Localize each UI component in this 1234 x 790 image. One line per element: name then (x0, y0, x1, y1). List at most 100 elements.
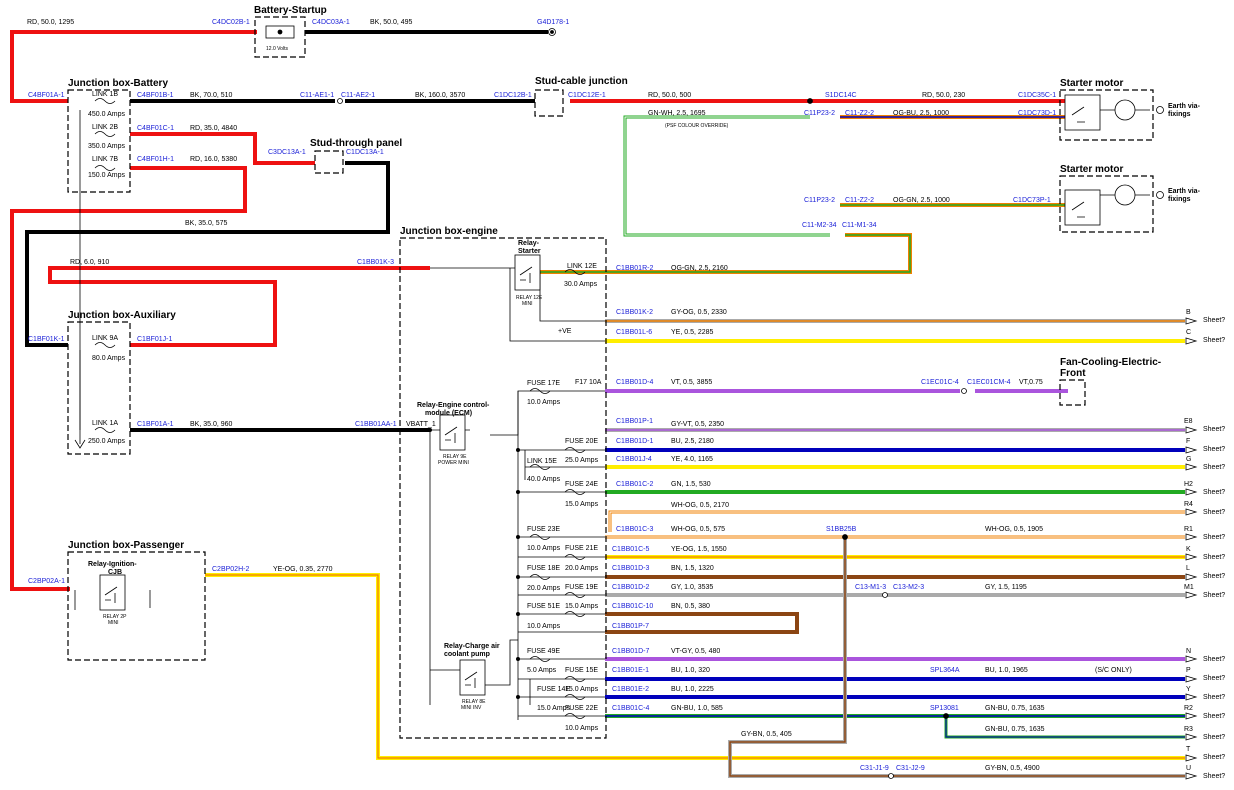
component-labels: 12.0 Volts LINK 1B 450.0 Amps LINK 2B 35… (88, 46, 602, 732)
conn-c13m2: C13-M2-3 (893, 584, 924, 591)
wire-gnwh-1695-core (624, 116, 830, 236)
wire-gybn-405 (728, 537, 1185, 778)
conn-c4bf01a: C4BF01A-1 (28, 92, 65, 99)
wire-oggn-2160-core (540, 234, 911, 273)
jb-battery-box (67, 89, 131, 193)
sheet-ref-letter: M1 (1184, 584, 1194, 591)
title-battery-startup: Battery-Startup (254, 5, 327, 16)
wire-label: (S/C ONLY) (1095, 667, 1132, 674)
wire-label: BK, 35.0, 575 (185, 220, 228, 227)
title-fan-2: Front (1060, 368, 1086, 379)
fuse-rating: 10.0 Amps (527, 623, 561, 630)
conn-c1dc13a: C1DC13A-1 (346, 149, 384, 156)
title-jb-battery: Junction box-Battery (68, 78, 168, 89)
fuse-label: LINK 2B (92, 124, 118, 131)
sheet-ref: Sheet? (1203, 754, 1225, 761)
wire-label: GY-VT, 0.5, 2350 (671, 421, 724, 428)
conn-g4d178: G4D178-1 (537, 19, 569, 26)
pve-label: +VE (558, 328, 572, 335)
sheet-ref: Sheet? (1203, 317, 1225, 324)
wire-label: GN, 1.5, 530 (671, 481, 711, 488)
relay-label: RELAY 12E (516, 295, 543, 301)
conn-c11p23-2b: C11P23-2 (804, 197, 835, 204)
main-power-wires (10, 30, 1075, 591)
conn-c1bb01e1: C1BB01E-1 (612, 667, 649, 674)
fuse-rating: 15.0 Amps (565, 603, 599, 610)
title-jb-engine: Junction box-engine (400, 226, 498, 237)
conn-c11ae1: C11-AE1-1 (300, 92, 334, 99)
conn-c1bb01e2: C1BB01E-2 (612, 686, 649, 693)
sheet-ref-letter: Y (1186, 686, 1191, 693)
conn-c4bf01h: C4BF01H-1 (137, 156, 174, 163)
fuse-label: FUSE 14E (537, 686, 570, 693)
sheet-ref: Sheet? (1203, 713, 1225, 720)
starter2-box (1059, 175, 1154, 233)
conn-c1bb01c4: C1BB01C-4 (612, 705, 649, 712)
conn-c11ae2: C11-AE2-1 (341, 92, 375, 99)
fuse-label: FUSE 17E (527, 380, 560, 387)
sheet-ref: Sheet? (1203, 464, 1225, 471)
wire-label: YE-OG, 0.35, 2770 (273, 566, 333, 573)
conn-c1bb01d3: C1BB01D-3 (612, 565, 649, 572)
sheet-ref: Sheet? (1203, 337, 1225, 344)
fuse-rating: 40.0 Amps (527, 476, 561, 483)
fuse-rating: 15.0 Amps (565, 686, 599, 693)
fuse-label: LINK 7B (92, 156, 118, 163)
sheet-arrows (1185, 317, 1198, 780)
fuse-label: FUSE 49E (527, 648, 560, 655)
title-relay-ecm-1: Relay-Engine control- (417, 402, 490, 409)
relay-label: MINI (522, 301, 533, 307)
wire-label: WH-OG, 0.5, 575 (671, 526, 725, 533)
starter1-box (1059, 89, 1154, 141)
fuse-rating: 150.0 Amps (88, 172, 125, 179)
conn-c4bf01c: C4BF01C-1 (137, 125, 174, 132)
conn-c1dc12b: C1DC12B-1 (494, 92, 532, 99)
conn-spl364a: SPL364A (930, 667, 960, 674)
sheet-ref: Sheet? (1203, 534, 1225, 541)
sheet-ref-letter: N (1186, 648, 1191, 655)
fuse-rating: 20.0 Amps (565, 565, 599, 572)
conn-c1bb01p7: C1BB01P-7 (612, 623, 649, 630)
internal-wiring (74, 110, 605, 720)
wire-rd-910 (48, 266, 430, 347)
wire-gnwh-1695 (623, 115, 830, 237)
wire-label: RD, 16.0, 5380 (190, 156, 237, 163)
conn-c1bb01j4: C1BB01J-4 (616, 456, 652, 463)
conn-s1dc14c: S1DC14C (825, 92, 857, 99)
sheet-ref-letter: R3 (1184, 726, 1193, 733)
conn-c2bp02a: C2BP02A-1 (28, 578, 65, 585)
sheet-ref-letter: H2 (1184, 481, 1193, 488)
jb-auxiliary-box (67, 321, 131, 455)
vbatt-label: VBATT_1 (406, 421, 436, 428)
sheet-ref: Sheet? (1203, 446, 1225, 453)
wire-label: BK, 50.0, 495 (370, 19, 413, 26)
conn-s1bb25b: S1BB25B (826, 526, 857, 533)
conn-c1dc12e: C1DC12E-1 (568, 92, 606, 99)
fuse-label: FUSE 21E (565, 545, 598, 552)
conn-c1bb01d7: C1BB01D-7 (612, 648, 649, 655)
conn-c4dc03a: C4DC03A-1 (312, 19, 350, 26)
fuse-rating: 10.0 Amps (527, 545, 561, 552)
sheet-ref-letter: R1 (1184, 526, 1193, 533)
connector-labels: C4DC02B-1 C4DC03A-1 G4D178-1 C4BF01A-1 C… (28, 19, 1056, 772)
conn-c11z2-2: C11-Z2-2 (845, 110, 874, 117)
wire-gnbu-1635 (944, 716, 1185, 739)
wire-label: BN, 1.5, 1320 (671, 565, 714, 572)
sheet-ref-letter: F (1186, 438, 1190, 445)
conn-c11m1: C11-M1-34 (842, 222, 877, 229)
sheet-ref-letter: L (1186, 565, 1190, 572)
wire-label: GY, 1.0, 3535 (671, 584, 713, 591)
fuse-label: FUSE 51E (527, 603, 560, 610)
wire-label: WH-OG, 0.5, 1905 (985, 526, 1043, 533)
conn-c11p23-2: C11P23-2 (804, 110, 835, 117)
wire-label: GN-BU, 0.75, 1635 (985, 726, 1045, 733)
sheet-ref-letter: B (1186, 309, 1191, 316)
sheet-ref: Sheet? (1203, 773, 1225, 780)
fuse-rating: 15.0 Amps (565, 501, 599, 508)
sheet-ref-letter: E8 (1184, 418, 1193, 425)
conn-c1bb01d1: C1BB01D-1 (616, 438, 653, 445)
title-starter2: Starter motor (1060, 164, 1123, 175)
sheet-ref: Sheet? (1203, 656, 1225, 663)
fuse-rating: 10.0 Amps (565, 725, 599, 732)
